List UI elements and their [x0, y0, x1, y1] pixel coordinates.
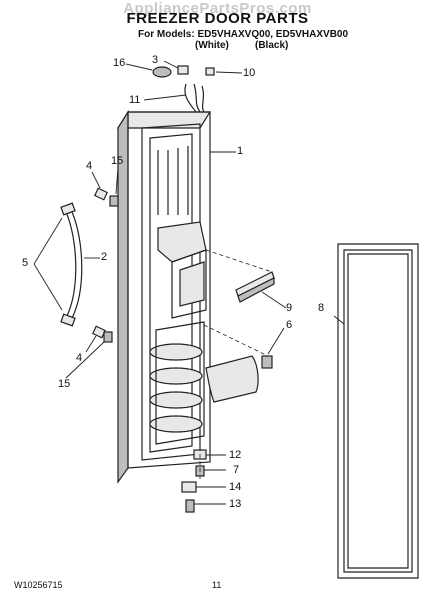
callout-10: 10: [243, 67, 256, 79]
callout-4-upper: 4: [86, 160, 93, 172]
callout-2: 2: [101, 251, 108, 263]
page-number: 11: [212, 580, 222, 590]
callout-11: 11: [129, 94, 141, 106]
trim-strip: [205, 249, 275, 303]
callout-4-lower: 4: [76, 352, 83, 364]
callout-8: 8: [318, 302, 325, 314]
callout-14: 14: [229, 481, 242, 493]
callout-1: 1: [237, 145, 244, 157]
door-gasket: [337, 243, 419, 579]
callout-5: 5: [22, 257, 29, 269]
model-subtitle: For Models: ED5VHAXVQ00, ED5VHAXVB00: [138, 29, 349, 40]
watermark: AppliancePartsPros.com: [123, 0, 312, 17]
variant-white: (White): [195, 40, 229, 51]
door-panel: [116, 109, 212, 484]
callout-15-lower: 15: [58, 378, 71, 390]
callout-16: 16: [113, 57, 126, 69]
hinge-parts: [181, 440, 207, 513]
callout-9: 9: [286, 302, 293, 314]
leader-lines: [33, 60, 345, 505]
door-shelf: [203, 324, 273, 403]
wire-harness: [152, 65, 215, 113]
callout-7: 7: [233, 464, 240, 476]
document-number: W10256715: [14, 580, 63, 590]
callout-15-upper: 15: [111, 155, 124, 167]
handle-assembly: [60, 187, 119, 343]
callout-13: 13: [229, 498, 242, 510]
callout-6: 6: [286, 319, 293, 331]
callout-3: 3: [152, 54, 159, 66]
variant-black: (Black): [255, 40, 289, 51]
callout-12: 12: [229, 449, 242, 461]
page-title: FREEZER DOOR PARTS: [126, 10, 309, 27]
